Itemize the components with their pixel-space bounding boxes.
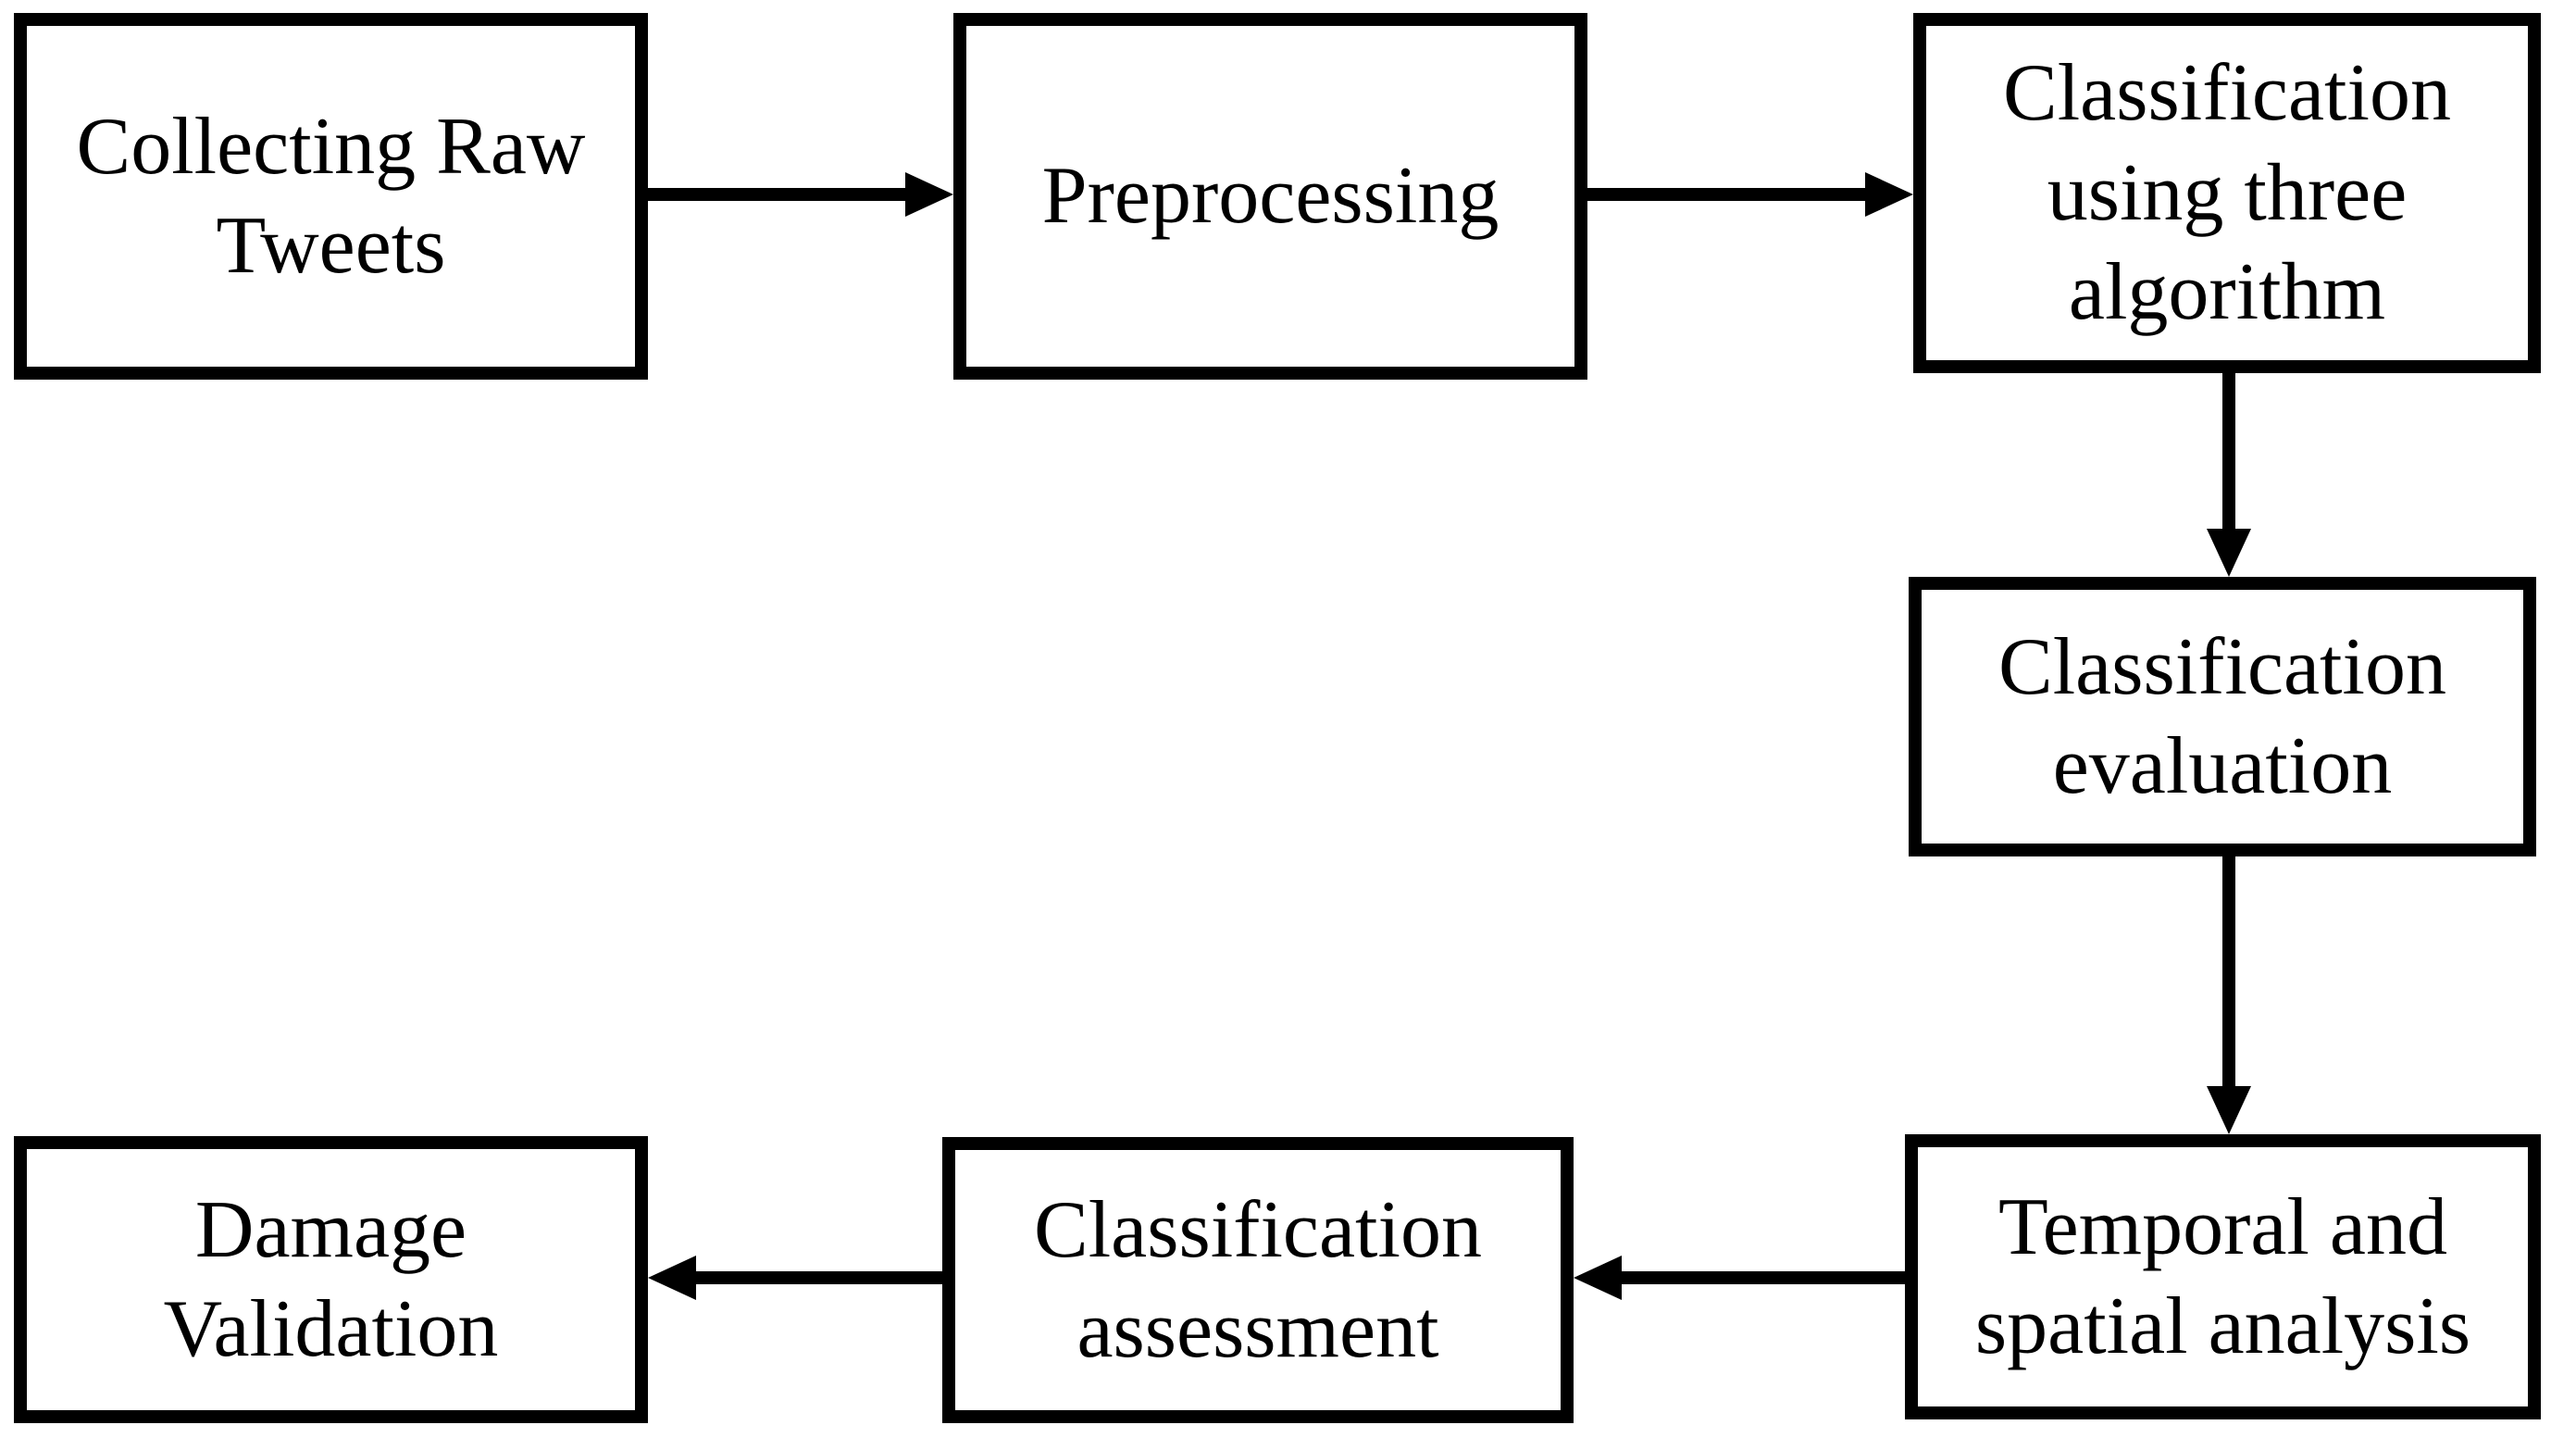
arrowhead-left-icon — [648, 1256, 696, 1300]
arrowhead-left-icon — [1574, 1256, 1622, 1300]
arrowhead-right-icon — [905, 172, 953, 217]
arrow-assessment-to-validation-shaft — [696, 1271, 942, 1284]
node-damage-validation-label: Damage Validation — [163, 1184, 499, 1374]
node-preprocessing-label: Preprocessing — [1041, 151, 1500, 242]
node-collecting-raw-tweets-label: Collecting Raw Tweets — [76, 101, 586, 291]
node-classification-assessment-label: Classification assessment — [1034, 1185, 1482, 1375]
node-classification-using-three-algorithm: Classification using three algorithm — [1913, 13, 2541, 373]
arrowhead-right-icon — [1865, 172, 1913, 217]
arrow-temporal-to-assessment-shaft — [1622, 1271, 1905, 1284]
arrow-classification-to-evaluation-shaft — [2222, 373, 2235, 529]
arrow-preprocessing-to-classification-shaft — [1587, 188, 1865, 201]
arrowhead-down-icon — [2207, 1086, 2251, 1134]
node-collecting-raw-tweets: Collecting Raw Tweets — [14, 13, 648, 380]
node-classification-evaluation: Classification evaluation — [1909, 577, 2536, 856]
node-preprocessing: Preprocessing — [953, 13, 1587, 380]
node-classification-using-three-algorithm-label: Classification using three algorithm — [2003, 48, 2451, 338]
arrow-collect-to-preprocessing-shaft — [648, 188, 905, 201]
node-classification-assessment: Classification assessment — [942, 1137, 1574, 1423]
arrowhead-down-icon — [2207, 529, 2251, 577]
node-classification-evaluation-label: Classification evaluation — [1998, 621, 2446, 811]
arrow-evaluation-to-temporal-shaft — [2222, 856, 2235, 1086]
node-temporal-and-spatial-analysis-label: Temporal and spatial analysis — [1974, 1181, 2471, 1371]
node-damage-validation: Damage Validation — [14, 1136, 648, 1423]
node-temporal-and-spatial-analysis: Temporal and spatial analysis — [1905, 1134, 2541, 1419]
